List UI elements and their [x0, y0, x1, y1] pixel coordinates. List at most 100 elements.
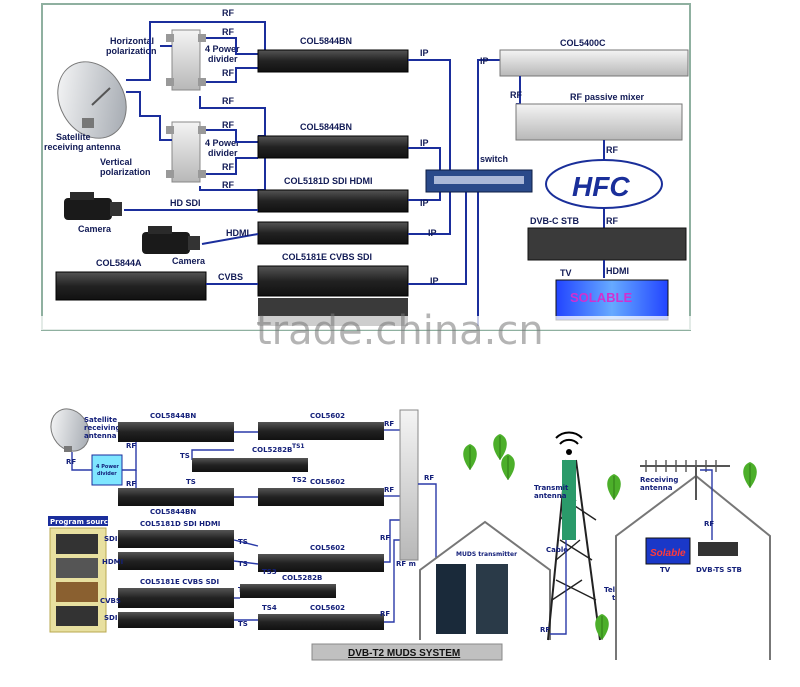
rf-label-7: RF — [222, 180, 234, 190]
system-title-bar — [311, 643, 503, 661]
bottom-col5844bn-lower-label: COL5844BN — [150, 508, 196, 516]
leaf-icon — [594, 613, 610, 641]
sdi-label-1: SDI — [104, 535, 117, 543]
vertical-polarization-label: Vertical polarization — [100, 157, 151, 177]
bottom-rf-label-sat: RF — [66, 458, 76, 466]
ts3-label: TS3 — [262, 568, 277, 576]
ip-label-1: IP — [420, 48, 429, 58]
muds-transmitter-label: MUDS transmitter — [456, 551, 517, 558]
bottom-col5844bn-lower — [118, 488, 234, 506]
bottom-col5181e — [118, 588, 234, 608]
muds-cabinet-1 — [436, 564, 466, 634]
bottom-col5181d — [118, 530, 234, 548]
program-source-label: Program source — [50, 518, 113, 526]
col5844a-label: COL5844A — [96, 258, 142, 268]
tv-screen-text: SOLABLE — [570, 290, 632, 305]
rf-label-4: RF — [222, 96, 234, 106]
power-divider-lower — [166, 121, 206, 183]
bottom-col5602-4 — [258, 614, 384, 630]
ts4-label: TS4 — [262, 604, 277, 612]
ts2-label: TS2 — [292, 476, 307, 484]
hdmi-label-left: HDMI — [226, 228, 249, 238]
ts1-label: TS1 — [292, 443, 305, 450]
dvbts-stb-device — [698, 542, 738, 556]
col5844bn-upper-device — [257, 49, 409, 73]
bottom-ts-label-2: TS — [186, 478, 196, 486]
blur-band — [30, 316, 730, 330]
bottom-ts-label-4: TS — [238, 560, 248, 568]
tv-screen — [555, 279, 669, 321]
sdi-label-2: SDI — [104, 614, 117, 622]
switch-ports — [434, 176, 524, 184]
bottom-col5602-2-label: COL5602 — [310, 478, 345, 486]
bottom-col5602-3 — [258, 554, 384, 572]
bottom-diagram: Satellite receiving antenna RF 4 Power d… — [48, 408, 771, 661]
program-source-header — [48, 516, 108, 526]
satellite-dish-icon — [57, 61, 127, 139]
bottom-col5282b-lower-label: COL5282B — [282, 574, 322, 582]
bottom-col5602-1 — [258, 422, 384, 440]
bottom-col5844bn-upper — [118, 422, 234, 442]
receiving-antenna-label: Receiving antenna — [640, 476, 681, 492]
bottom-divider-label: 4 Power divider — [96, 464, 121, 477]
bottom-ts-label-6: TS — [238, 620, 248, 628]
bottom-rf-label-7: RF — [424, 474, 434, 482]
bottom-col5181e-label: COL5181E CVBS SDI — [140, 578, 219, 586]
rf-label-10: RF — [606, 216, 618, 226]
col5181e-label: COL5181E CVBS SDI — [282, 252, 372, 262]
leaf-icon — [462, 443, 478, 471]
hfc-text: HFC — [572, 171, 630, 202]
switch-label: switch — [480, 154, 508, 164]
rf-label-2: RF — [222, 27, 234, 37]
col5181d-hdmi-device — [257, 221, 409, 245]
hdmi-label-bottom: HDMI — [102, 558, 123, 566]
bottom-col5602-2 — [258, 488, 384, 506]
rf-passive-mixer-label: RF passive mixer — [570, 92, 645, 102]
bottom-col5181e-sdi — [118, 612, 234, 628]
leaf-icon — [742, 461, 758, 489]
hdmi-label-right: HDMI — [606, 266, 629, 276]
power-divider-lower-label: 4 Power divider — [205, 138, 242, 158]
bottom-col5602-4-label: COL5602 — [310, 604, 345, 612]
receiving-antenna-icon — [640, 460, 730, 500]
camera-icon — [64, 192, 122, 220]
rf-label-6: RF — [222, 162, 234, 172]
cable-label: Cable — [546, 546, 568, 554]
ip-label-2: IP — [420, 138, 429, 148]
program-source-item-4 — [56, 606, 98, 626]
ip-label-5: IP — [430, 276, 439, 286]
rf-label-9: RF — [606, 145, 618, 155]
bottom-rf-label-1: RF — [126, 442, 136, 450]
bottom-col5282b-upper-label: COL5282B — [252, 446, 292, 454]
bottom-rf-label-6: RF — [380, 610, 390, 618]
watermark-text: trade.china.cn — [256, 308, 544, 354]
cvbs-label-bottom: CVBS — [100, 597, 121, 605]
bottom-tv-screen-text: Solable — [650, 548, 686, 559]
dvbts-stb-label: DVB-TS STB — [696, 566, 742, 574]
top-diagram: Horizontal polarization Satellite receiv… — [30, 3, 730, 331]
cvbs-label: CVBS — [218, 272, 243, 282]
col5844a-device — [55, 271, 207, 301]
bottom-col5844bn-upper-label: COL5844BN — [150, 412, 196, 420]
bottom-rf-label-8: RF — [540, 626, 550, 634]
col5400c-label: COL5400C — [560, 38, 606, 48]
bottom-col5282b-lower — [240, 584, 336, 598]
col5181d-device — [257, 189, 409, 213]
col5181d-label: COL5181D SDI HDMI — [284, 176, 373, 186]
rf-label-8: RF — [510, 90, 522, 100]
satellite-antenna-label: Satellite receiving antenna — [44, 132, 122, 152]
col5844bn-upper-label: COL5844BN — [300, 36, 352, 46]
leaf-icon — [606, 473, 622, 501]
col5844bn-lower-device — [257, 135, 409, 159]
rf-label-3: RF — [222, 68, 234, 78]
tv-label-top: TV — [560, 268, 572, 278]
rf-m-label: RF m — [396, 560, 416, 568]
bottom-tv-label: TV — [660, 566, 671, 574]
bottom-rf-mixer — [399, 409, 419, 561]
ip-label-3: IP — [420, 198, 429, 208]
bottom-col5602-1-label: COL5602 — [310, 412, 345, 420]
bottom-col5181d-label: COL5181D SDI HDMI — [140, 520, 220, 528]
system-title: DVB-T2 MUDS SYSTEM — [348, 648, 460, 659]
camera-icon — [142, 226, 200, 254]
program-source-item-3 — [56, 582, 98, 602]
